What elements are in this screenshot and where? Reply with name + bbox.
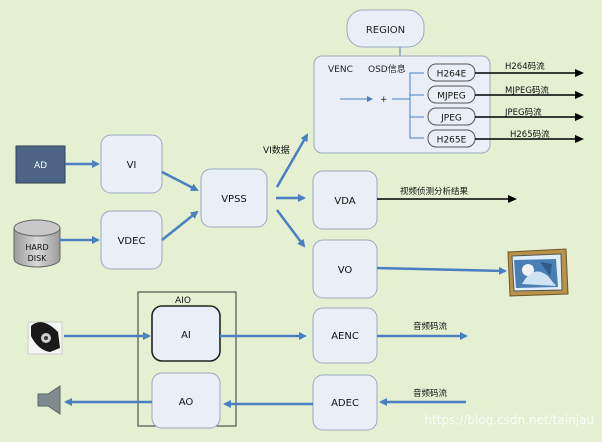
hard-disk-icon: HARD DISK (13, 219, 61, 268)
ao-node: AO (151, 372, 221, 429)
vi-data-label: VI数据 (263, 144, 290, 156)
h265-stream-label: H265码流 (510, 129, 550, 140)
vdec-node: VDEC (100, 210, 163, 270)
jpeg-label: JPEG (440, 114, 462, 124)
ad-node: AD (15, 145, 66, 184)
vpss-to-vo-arrow (276, 209, 306, 248)
h265e-label: H265E (437, 136, 467, 146)
vo-to-monitor-arrow (376, 266, 507, 275)
vo-label: VO (338, 265, 353, 276)
vdec-label: VDEC (118, 236, 146, 247)
vi-node: VI (100, 134, 163, 194)
mjpeg-stream-label: MJPEG码流 (505, 85, 549, 96)
watermark-text: https://blog.csdn.net/tainjau (424, 413, 594, 427)
venc-label: VENC (328, 65, 353, 75)
ai-node: AI (151, 305, 221, 362)
vda-label: VDA (334, 196, 355, 207)
ao-label: AO (179, 397, 194, 408)
vi-label: VI (127, 160, 137, 171)
h265e-node: H265E (427, 129, 476, 148)
region-node: REGION (346, 9, 425, 48)
adec-label: ADEC (331, 398, 359, 409)
vdec-to-vpss-arrow (161, 210, 199, 241)
audio-stream-in-label: 音频码流 (413, 388, 448, 399)
h264e-label: H264E (437, 70, 467, 80)
venc-split-lines (392, 72, 424, 139)
mjpeg-label: MJPEG (437, 92, 466, 102)
mjpeg-node: MJPEG (427, 85, 476, 104)
ai-label: AI (181, 330, 191, 341)
ad-label: AD (34, 161, 47, 171)
h264e-node: H264E (427, 63, 476, 82)
monitor-icon (507, 248, 569, 297)
vpss-node: VPSS (200, 168, 268, 228)
aenc-node: AENC (312, 307, 378, 364)
hard-disk-label-1: HARD (25, 243, 48, 252)
hard-disk-label-2: DISK (28, 254, 48, 263)
vda-node: VDA (312, 170, 378, 230)
vi-to-vpss-arrow (161, 170, 199, 192)
jpeg-node: JPEG (427, 107, 476, 126)
audio-stream-out-label: 音频码流 (413, 321, 448, 332)
vo-node: VO (312, 239, 378, 299)
region-label: REGION (366, 25, 405, 36)
vpss-to-venc-arrow (275, 133, 309, 188)
speaker-icon (37, 385, 61, 415)
aio-label: AIO (175, 296, 191, 306)
aenc-label: AENC (331, 331, 359, 342)
jpeg-stream-label: JPEG码流 (504, 107, 542, 118)
plus-sign: + (380, 95, 388, 105)
osd-label: OSD信息 (368, 63, 406, 75)
camera-icon (27, 321, 63, 355)
vda-result-label: 视频侦测分析结果 (400, 186, 469, 197)
vpss-label: VPSS (221, 194, 247, 205)
adec-node: ADEC (312, 374, 378, 431)
h264-stream-label: H264码流 (505, 61, 545, 72)
